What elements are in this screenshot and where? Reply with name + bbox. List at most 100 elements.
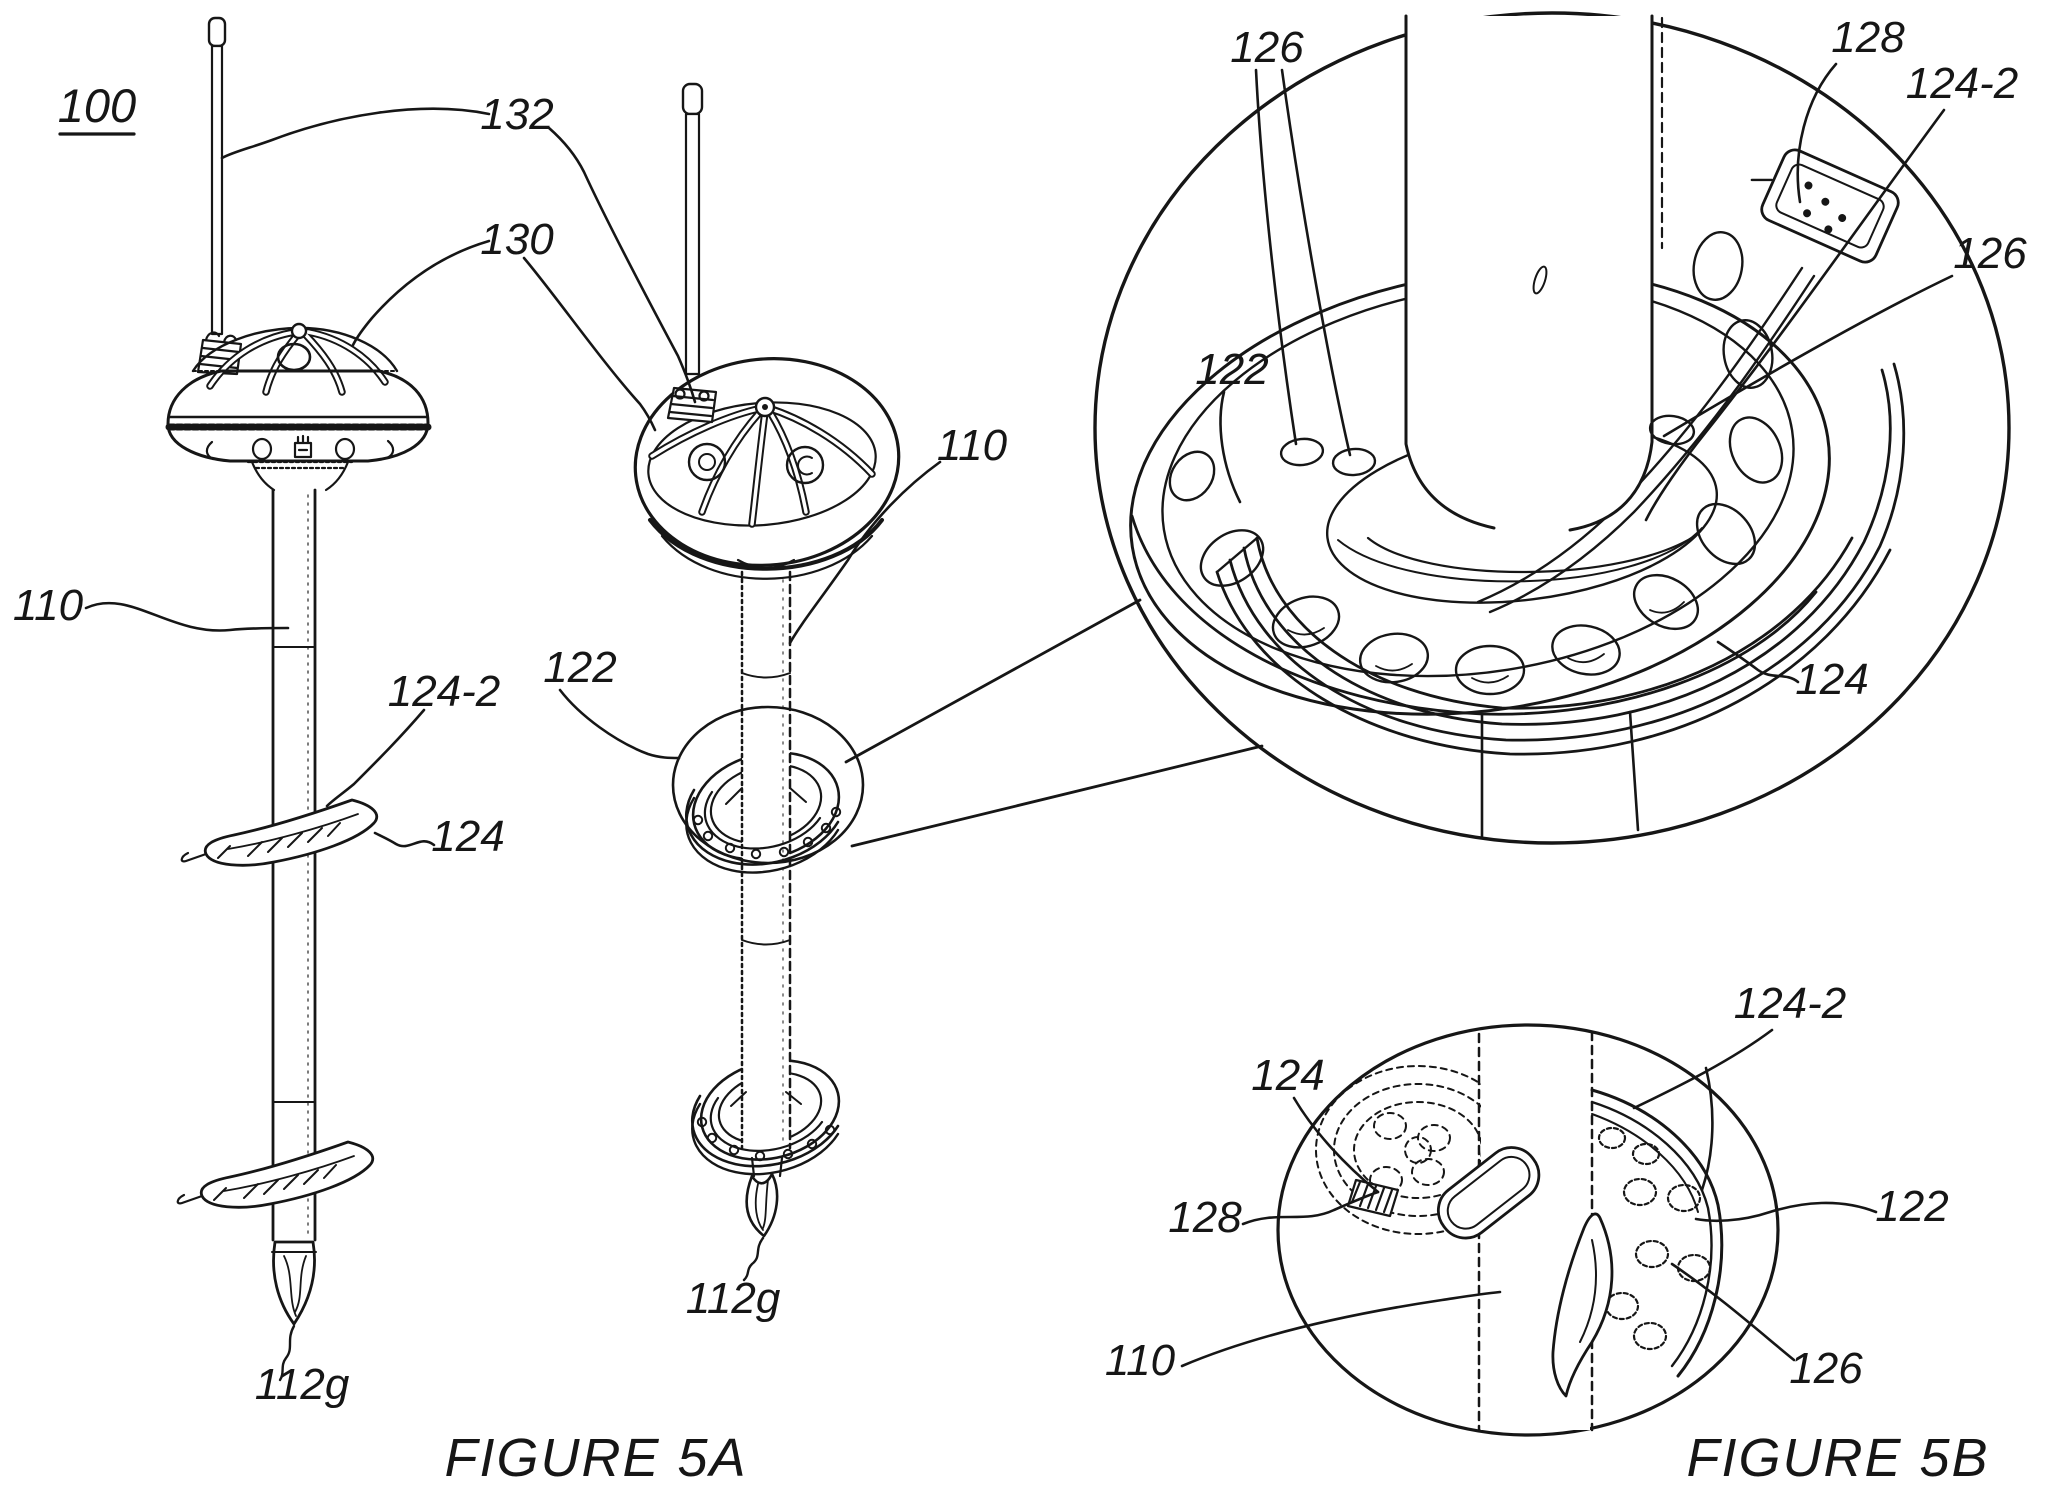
shaft-slot <box>1532 265 1548 295</box>
antenna-rod <box>684 112 701 376</box>
leader-124-2-top-inset <box>1644 108 1946 522</box>
device1-antenna <box>207 16 227 336</box>
leader-128-bottom <box>1241 1190 1380 1226</box>
inset-clip <box>1750 148 1900 264</box>
inset-boundary-circle <box>1093 11 2011 845</box>
device1-barb-upper <box>180 798 379 867</box>
figure-5b-caption: FIGURE 5B <box>1686 1428 1989 1488</box>
leader-126a-1 <box>1254 68 1298 446</box>
detail-inset-bottom <box>1276 1023 1780 1437</box>
figure-5a-caption: FIGURE 5A <box>444 1428 747 1488</box>
head-port <box>785 445 825 485</box>
ref-label-110-device1: 110 <box>13 581 84 630</box>
ref-label-122-top: 122 <box>1195 345 1268 394</box>
ref-label-124-bottom: 124 <box>1251 1051 1324 1100</box>
inset-coil-band <box>1215 362 1906 756</box>
device1-shaft <box>271 488 317 1242</box>
device2-tip <box>745 1156 784 1238</box>
leader-130-right <box>522 256 657 432</box>
leader-126a-2 <box>1280 68 1352 457</box>
ref-label-110-bottom: 110 <box>1105 1336 1176 1385</box>
ref-label-124-2-bottom: 124-2 <box>1734 979 1847 1028</box>
shaft-joint <box>741 939 791 946</box>
ref-label-124-device1: 124 <box>431 812 504 861</box>
inset2-holes <box>1597 1126 1712 1351</box>
leader-122-top-inset <box>1219 390 1242 504</box>
inset2-left-tooth <box>1436 1146 1541 1240</box>
ref-label-124-top: 124 <box>1795 655 1868 704</box>
inset-shaft-below <box>1480 710 1640 838</box>
shaft-joint <box>741 672 791 679</box>
ref-label-128-top: 128 <box>1831 13 1905 62</box>
leader-132-right <box>547 126 697 404</box>
inset-boundary-circle <box>1276 1023 1780 1437</box>
leader-124-device1 <box>373 831 436 848</box>
leader-112g-device2 <box>742 1236 765 1282</box>
ref-label-124-2-device1: 124-2 <box>388 667 501 716</box>
ref-label-112g-device2: 112g <box>686 1274 781 1323</box>
device-2 <box>633 82 901 1282</box>
leader-122-bottom <box>1694 1201 1878 1223</box>
leader-112g-device1 <box>278 1324 296 1382</box>
head-face-marks <box>205 434 395 461</box>
device-1 <box>165 16 432 1382</box>
leader-110-device1 <box>84 601 290 632</box>
ref-label-124-2-top: 124-2 <box>1906 59 2019 108</box>
head-collar <box>246 460 354 492</box>
antenna-rod <box>210 44 224 336</box>
leader-lines <box>84 62 1954 1368</box>
leader-124-top-inset <box>1716 640 1800 684</box>
ref-label-128-bottom: 128 <box>1168 1193 1242 1242</box>
ref-label-126-top-left: 126 <box>1230 23 1304 72</box>
detail-inset-top <box>1093 11 2011 845</box>
device1-tip <box>271 1240 317 1326</box>
reference-labels: 100 132 130 110 124-2 124 112g 122 110 1… <box>13 13 2027 1488</box>
ref-label-112g-device1: 112g <box>255 1360 350 1409</box>
ref-label-130: 130 <box>480 215 554 264</box>
leader-126-bottom <box>1670 1262 1796 1362</box>
leader-110-bottom <box>1180 1290 1502 1368</box>
device2-antenna <box>681 82 704 376</box>
detail-indicator-circle <box>671 705 865 865</box>
ref-label-122-bottom: 122 <box>1875 1182 1948 1231</box>
leader-130-left <box>351 239 491 347</box>
head-port <box>687 442 727 482</box>
leader-124-bottom <box>1292 1096 1380 1194</box>
strut-hub <box>290 322 308 340</box>
plateau-hole <box>1279 437 1325 467</box>
antenna-cap <box>207 16 227 48</box>
inset-hole-depth-arcs <box>1287 601 1685 684</box>
inset-flange-disc <box>1129 231 1831 716</box>
ref-label-110-device2: 110 <box>937 421 1008 470</box>
leader-124-2-device1 <box>325 708 426 808</box>
leader-124-2-bottom-1 <box>1632 1028 1774 1110</box>
device1-head <box>165 322 432 492</box>
inset2-right-disc <box>1590 1088 1724 1378</box>
plateau-hole <box>1331 447 1377 477</box>
device1-barb-lower <box>176 1140 375 1209</box>
leader-122-device2 <box>558 688 681 760</box>
inset-shaft <box>1366 14 1700 574</box>
head-bulb <box>166 369 430 463</box>
antenna-cap <box>681 82 704 116</box>
ref-label-122-device2: 122 <box>543 643 616 692</box>
device2-head <box>633 357 901 580</box>
leader-124-2-bottom-2 <box>1700 1066 1714 1192</box>
device2-struts-inner <box>650 406 874 526</box>
leader-126b-top-inset <box>1662 274 1954 438</box>
plateau-hole-right <box>1648 414 1696 446</box>
inset2-right-tooth <box>1551 1212 1614 1398</box>
detail-wedge-line-upper <box>844 598 1142 764</box>
detail-wedge-line-lower <box>850 744 1264 848</box>
ref-label-126-bottom: 126 <box>1789 1344 1863 1393</box>
ref-label-132: 132 <box>480 90 553 139</box>
leader-128-top-inset <box>1796 62 1838 204</box>
leader-132-left <box>220 107 491 160</box>
device2-flange-lower-front <box>690 1091 840 1176</box>
flange-rivets <box>692 806 842 860</box>
inset2-clip-hatched <box>1346 1178 1400 1218</box>
ref-label-126-top-right: 126 <box>1953 229 2027 278</box>
leader-110-device2 <box>788 460 942 645</box>
